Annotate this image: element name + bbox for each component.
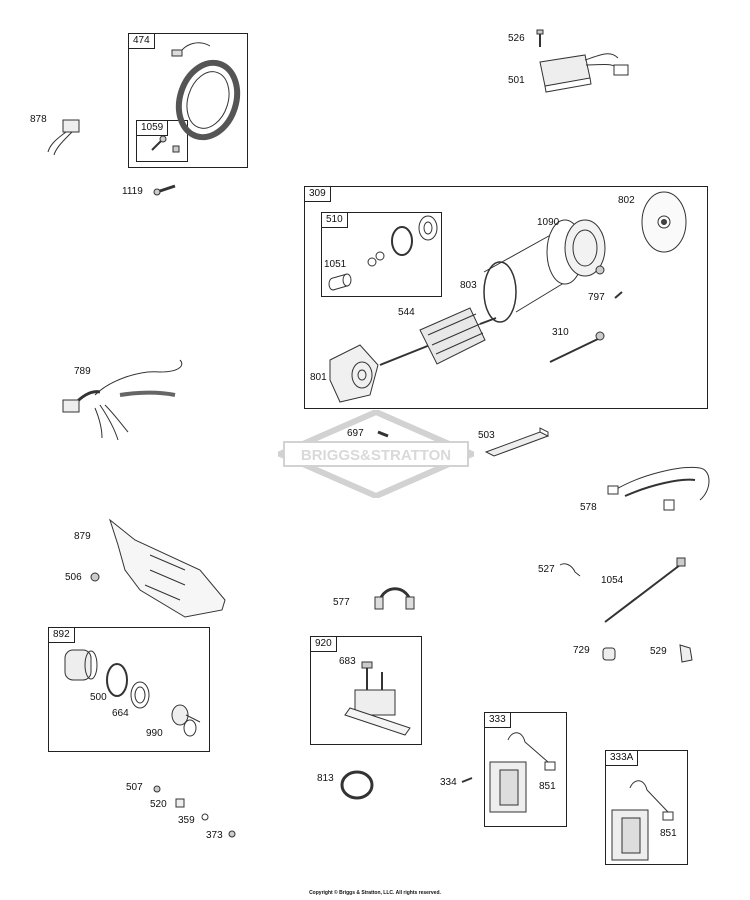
group-309-label: 309 xyxy=(304,186,331,202)
group-333-label: 333 xyxy=(484,712,511,728)
part-359-label: 359 xyxy=(178,815,195,826)
part-526-label: 526 xyxy=(508,33,525,44)
part-683-label: 683 xyxy=(339,656,356,667)
group-1059-label: 1059 xyxy=(136,120,169,136)
group-474-label: 474 xyxy=(128,33,155,49)
part-501-label: 501 xyxy=(508,75,525,86)
watermark-text: BRIGGS&STRATTON xyxy=(301,447,451,464)
group-333-box: 333 xyxy=(484,712,567,827)
bolt-1119-icon xyxy=(153,184,176,196)
drive-end-801-icon xyxy=(329,344,379,403)
nut-664-icon xyxy=(130,681,150,709)
part-527-label: 527 xyxy=(538,564,555,575)
screw-697-icon xyxy=(377,430,389,438)
copyright-notice: Copyright © Briggs & Stratton, LLC. All … xyxy=(309,890,441,896)
group-333a-box: 333A xyxy=(605,750,688,865)
group-474-box: 474 xyxy=(128,33,248,168)
clip-527-icon xyxy=(559,563,581,577)
harness-789-icon xyxy=(62,359,183,441)
heat-shield-879-icon xyxy=(109,518,226,618)
pin-797-icon xyxy=(614,291,623,299)
part-507-label: 507 xyxy=(126,782,143,793)
bracket-503-icon xyxy=(484,427,550,457)
part-544-label: 544 xyxy=(398,307,415,318)
ignition-module-333-icon xyxy=(489,732,556,813)
part-803-label: 803 xyxy=(460,280,477,291)
ignition-module-333a-icon xyxy=(611,780,674,861)
part-334-label: 334 xyxy=(440,777,457,788)
end-cap-1090-icon xyxy=(564,219,606,277)
end-plate-802-icon xyxy=(641,191,687,253)
part-789-label: 789 xyxy=(74,366,91,377)
starter-1051-icon xyxy=(328,273,352,291)
through-bolt-310-icon xyxy=(549,331,605,363)
nut-373-icon xyxy=(228,830,236,838)
group-510-label: 510 xyxy=(321,212,348,228)
key-990-icon xyxy=(171,704,201,737)
part-729-label: 729 xyxy=(573,645,590,656)
part-851-label: 851 xyxy=(539,781,556,792)
part-878-label: 878 xyxy=(30,114,47,125)
part-664-label: 664 xyxy=(112,708,129,719)
part-520-label: 520 xyxy=(150,799,167,810)
bolt-506-icon xyxy=(90,572,100,582)
part-1090-label: 1090 xyxy=(537,217,560,228)
part-813-label: 813 xyxy=(317,773,334,784)
screw-526-icon xyxy=(536,29,544,47)
part-503-label: 503 xyxy=(478,430,495,441)
screw-1059-icon xyxy=(151,135,180,153)
armature-544-icon xyxy=(379,307,497,366)
pinion-510-icon xyxy=(367,215,438,267)
group-892-label: 892 xyxy=(48,627,75,643)
part-310-label: 310 xyxy=(552,327,569,338)
connector-878-icon xyxy=(47,119,80,156)
solenoid-683-icon xyxy=(344,661,411,736)
group-510-box: 510 xyxy=(321,212,442,297)
screw-334-icon xyxy=(461,777,473,783)
group-333a-label: 333A xyxy=(605,750,639,766)
part-1054-label: 1054 xyxy=(601,575,624,586)
part-801-label: 801 xyxy=(310,372,327,383)
cable-tie-1054-icon xyxy=(604,557,686,623)
part-506-label: 506 xyxy=(65,572,82,583)
group-892-box: 892 xyxy=(48,627,210,752)
part-529-label: 529 xyxy=(650,646,667,657)
group-920-box: 920 xyxy=(310,636,422,745)
grommet-529-icon xyxy=(679,644,693,663)
group-1059-box: 1059 xyxy=(136,120,188,162)
part-802-label: 802 xyxy=(618,195,635,206)
part-697-label: 697 xyxy=(347,428,364,439)
part-500-label: 500 xyxy=(90,692,107,703)
part-851-label-2: 851 xyxy=(660,828,677,839)
group-309-box: 309 xyxy=(304,186,708,409)
part-1119-label: 1119 xyxy=(122,186,143,197)
screw-507-icon xyxy=(153,785,161,793)
washer-500-icon xyxy=(106,663,128,697)
briggs-stratton-watermark: BRIGGS&STRATTON xyxy=(278,410,474,498)
part-797-label: 797 xyxy=(588,292,605,303)
regulator-501-icon xyxy=(539,53,629,93)
ignition-switch-892-icon xyxy=(64,649,98,681)
hose-clamp-813-icon xyxy=(340,770,374,800)
cable-578-icon xyxy=(607,466,710,511)
part-577-label: 577 xyxy=(333,597,350,608)
grommet-729-icon xyxy=(602,647,616,661)
group-920-label: 920 xyxy=(310,636,337,652)
bracket-520-icon xyxy=(175,798,185,808)
washer-359-icon xyxy=(201,813,209,821)
part-1051-label: 1051 xyxy=(324,259,347,270)
part-879-label: 879 xyxy=(74,531,91,542)
part-373-label: 373 xyxy=(206,830,223,841)
part-578-label: 578 xyxy=(580,502,597,513)
wire-577-icon xyxy=(374,587,415,610)
stator-474-icon xyxy=(171,42,241,141)
part-990-label: 990 xyxy=(146,728,163,739)
